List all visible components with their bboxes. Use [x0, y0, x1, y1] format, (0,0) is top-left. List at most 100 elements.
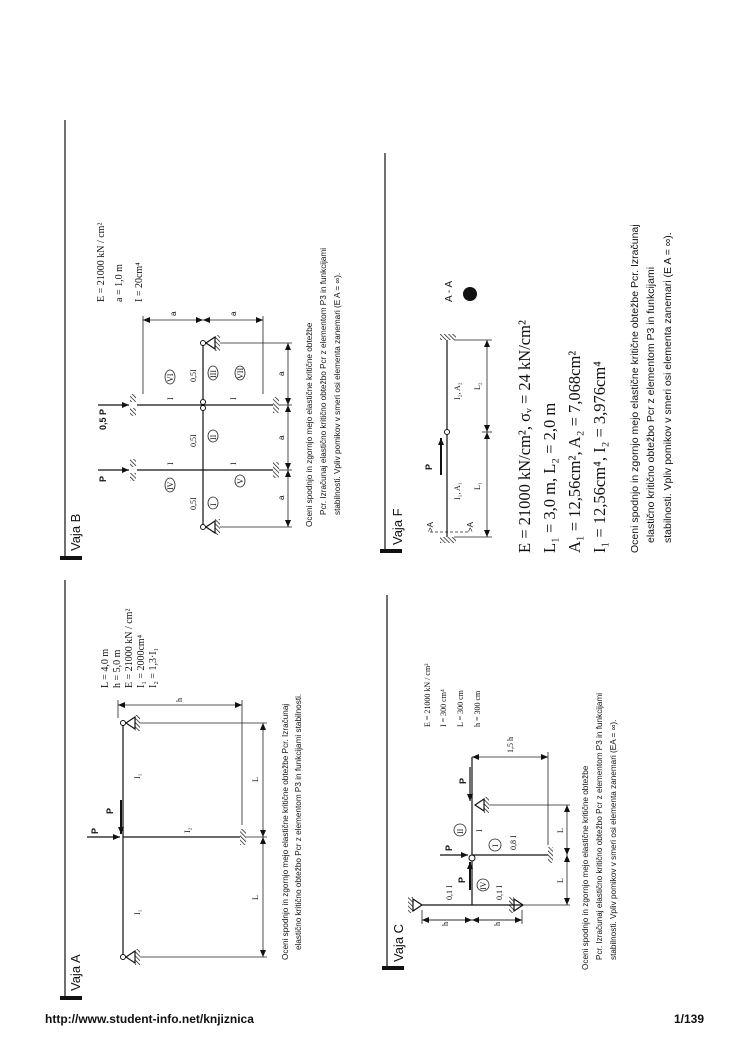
param-line: L₁ = 3,0 m, L₂ = 2,0 m: [540, 403, 559, 553]
member-label: 0,8 I: [509, 835, 518, 850]
exercise-a: Vaja A P P I₁ I₁ I₂: [60, 580, 303, 1000]
pin-joint: [200, 524, 206, 530]
dimension-label: a: [277, 495, 286, 500]
fixed-support: [130, 408, 136, 416]
dimension-label: L: [556, 878, 565, 883]
description-line: Pcr. Izračunaj elastično kritično obtežb…: [319, 248, 328, 515]
param-line: E = 21000 kN/cm², σᵥ = 24 kN/cm²: [515, 320, 534, 553]
load-label: P: [458, 778, 468, 784]
dimension-label: L₂: [473, 382, 482, 390]
pin-joint: [120, 720, 126, 726]
param-line: a = 1,0 m: [114, 264, 125, 302]
dimension-label: a: [277, 435, 286, 440]
pin-support: [473, 797, 485, 813]
dimension-lines: L L h: [117, 698, 267, 958]
param-line: I₁ = 2000cm⁴: [136, 634, 147, 688]
dimension-label: L: [251, 777, 260, 782]
param-line: I₂ = 1,3·I₁: [148, 648, 159, 688]
fixed-support: [130, 459, 136, 467]
footer-url-link[interactable]: http://www.student-info.net/knjiznica: [45, 1012, 254, 1026]
description-line: stabilnosti. Vpliv pomikov v smeri osi e…: [609, 720, 618, 960]
fixed-support: [130, 394, 136, 402]
fixed-support: [440, 334, 456, 340]
support-hatch: [135, 949, 140, 965]
exercise-c: Vaja C P P P 0,1 I 0,1 I I 0,8 I II I: [382, 595, 618, 970]
member-label: I₁: [133, 773, 142, 779]
description-line: Oceni spodnjo in zgornjo mejo elastične …: [581, 765, 590, 970]
title-bar: [60, 556, 82, 560]
element-number-labels: I IV V II VI III VII: [164, 365, 246, 510]
title-bar: [60, 996, 82, 1000]
pin-support: [124, 949, 136, 965]
support-hatch: [215, 335, 220, 351]
title-bar: [382, 966, 404, 970]
pin-support: [204, 519, 216, 535]
member-label: I₂: [183, 827, 192, 833]
param-line: I = 300 cm⁴: [439, 689, 448, 727]
param-line: E = 21000 kN / cm²: [96, 223, 107, 302]
support-hatch: [215, 519, 220, 535]
title-bar: [380, 549, 402, 553]
pin-support: [412, 897, 424, 913]
support-hatch: [408, 897, 413, 913]
param-line: h = 300 cm: [473, 690, 482, 727]
load-label: P: [90, 828, 100, 834]
member-label: I: [166, 397, 175, 400]
hinge: [200, 399, 206, 405]
exercise-title: Vaja B: [68, 514, 83, 551]
element-id: I: [209, 503, 218, 506]
fixed-support: [548, 847, 553, 863]
param-line: A₁ = 12,56cm², A₂ = 7,068cm²: [565, 351, 584, 553]
dimension-label: h: [175, 698, 184, 702]
load-label: P: [105, 808, 115, 814]
element-id: I: [491, 844, 500, 847]
dimension-lines: h h L L 1,5 h: [421, 737, 570, 926]
description-line: stabilnosti. Vpliv pomikov v smeri osi e…: [662, 232, 674, 543]
description-line: stabilnosti. Vpliv pomikov v smeri osi e…: [333, 273, 342, 515]
parameters: E = 21000 kN / cm² I = 300 cm⁴ L = 300 c…: [423, 663, 482, 727]
fixed-support: [130, 473, 136, 481]
fixed-support: [273, 397, 279, 413]
hinge: [444, 429, 450, 435]
member-label: I₁: [133, 909, 142, 915]
task-description: Oceni spodnjo in zgornjo mejo elastične …: [305, 248, 342, 527]
member-label: I₂, A₂: [453, 382, 462, 400]
description-line: elastično kritično obtežbo Pcr z element…: [645, 267, 657, 543]
structure-diagram: P 0,5 P 0,5I 0,5I 0,5I I I I I I IV V II…: [98, 311, 292, 535]
pin-support: [204, 335, 216, 351]
param-line: I₁ = 12,56cm⁴, I₂ = 3,976cm⁴: [590, 361, 609, 553]
task-description: Oceni spodnjo in zgornjo mejo elastične …: [281, 694, 303, 960]
exercise-b: Vaja B P 0,5 P 0,5I 0,5I 0,5I: [60, 120, 342, 560]
dimension-label: L₁: [473, 482, 482, 490]
parameters: E = 21000 kN/cm², σᵥ = 24 kN/cm² L₁ = 3,…: [515, 320, 609, 553]
task-description: Oceni spodnjo in zgornjo mejo elastične …: [629, 224, 674, 553]
fixed-support: [440, 537, 456, 543]
load-label: P: [98, 476, 108, 482]
support-hatch: [484, 797, 489, 813]
parameters: L = 4,0 m h = 5,0 m E = 21000 kN / cm² I…: [100, 609, 159, 688]
fixed-support: [240, 829, 246, 845]
dimension-label: h: [441, 922, 450, 926]
dimension-label: a: [169, 311, 178, 316]
exercise-title: Vaja F: [390, 508, 405, 545]
member-label: I₁, A₁: [453, 482, 462, 500]
section-mark: >A: [426, 521, 435, 532]
member-label: I: [475, 829, 484, 832]
circular-cross-section: [463, 287, 477, 301]
dimension-lines: a a a a a: [142, 311, 292, 528]
param-line: E = 21000 kN / cm²: [124, 609, 135, 688]
member-label: I: [229, 397, 238, 400]
dimension-label: L: [251, 895, 260, 900]
pin-support: [124, 715, 136, 731]
element-id: VI: [166, 373, 175, 382]
fixed-support: [273, 462, 279, 478]
param-line: I = 20cm⁴: [134, 262, 145, 302]
element-id: II: [456, 828, 465, 834]
page-number: 1/139: [673, 1012, 704, 1026]
dimension-label: a: [277, 371, 286, 376]
param-line: h = 5,0 m: [112, 649, 123, 688]
exercise-f: Vaja F P >A >A I₁, A₁ I₂, A₂ L₁ L₂ A - A…: [380, 153, 674, 553]
support-hatch: [509, 897, 514, 913]
member-label: 0,1 I: [445, 885, 454, 900]
